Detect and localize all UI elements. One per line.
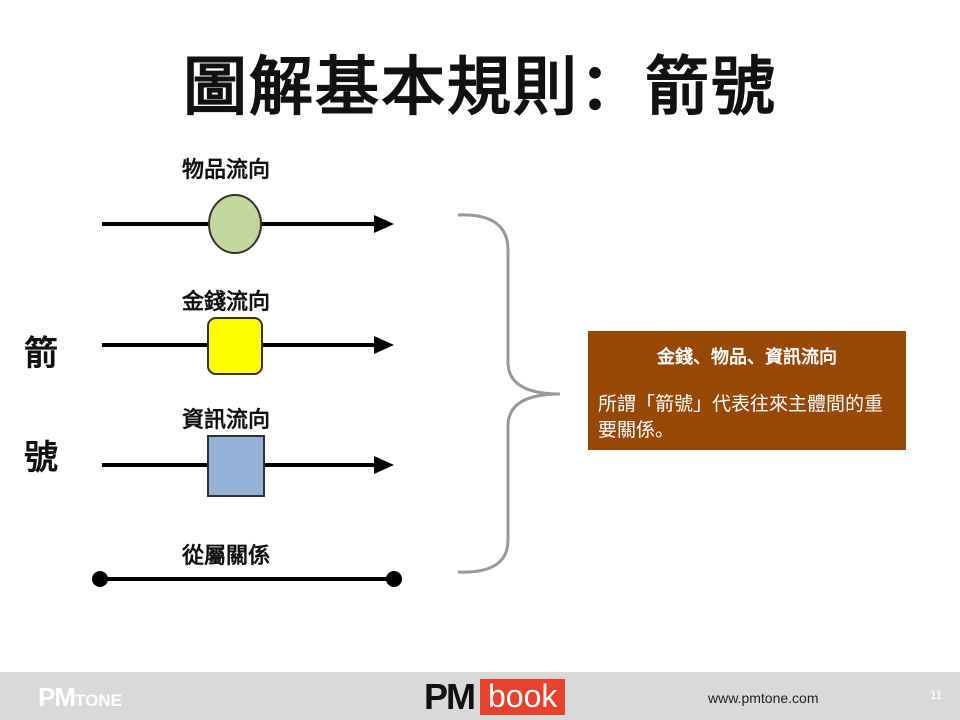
row-label-goods: 物品流向: [182, 158, 271, 183]
footer-bar: PMTONE PM book www.pmtone.com 11: [0, 672, 960, 720]
pmbook-logo: PM book: [424, 676, 566, 717]
side-label-char-1: 箭: [24, 334, 58, 374]
callout-box: 金錢、物品、資訊流向 所謂「箭號」代表往來主體間的重要關係。: [588, 331, 906, 450]
row-label-money: 金錢流向: [182, 290, 271, 315]
callout-body: 所謂「箭號」代表往來主體間的重要關係。: [598, 393, 884, 441]
money-square-marker: [207, 317, 263, 375]
website-url[interactable]: www.pmtone.com: [708, 690, 819, 706]
pmtone-logo: PMTONE: [38, 682, 122, 713]
row-label-info: 資訊流向: [182, 408, 271, 433]
money-arrowhead: [374, 336, 394, 354]
arrow-diagram: [92, 194, 561, 587]
pmbook-logo-pm: PM: [424, 676, 476, 717]
pmtone-logo-pm: PM: [38, 682, 76, 712]
pmtone-logo-tone: TONE: [75, 691, 122, 710]
right-brace: [457, 213, 561, 574]
subordination-dot-left: [92, 571, 108, 587]
page-title: 圖解基本規則：箭號: [183, 51, 777, 125]
row-label-subordination: 從屬關係: [182, 544, 271, 569]
subordination-dot-right: [386, 571, 402, 587]
info-arrowhead: [374, 456, 394, 474]
pmbook-logo-book: book: [480, 679, 566, 715]
info-square-marker: [207, 435, 265, 497]
side-label-char-2: 號: [24, 438, 58, 478]
page-number: 11: [930, 688, 943, 702]
goods-arrowhead: [374, 215, 394, 233]
goods-circle-marker: [208, 194, 262, 254]
callout-heading: 金錢、物品、資訊流向: [657, 347, 837, 368]
